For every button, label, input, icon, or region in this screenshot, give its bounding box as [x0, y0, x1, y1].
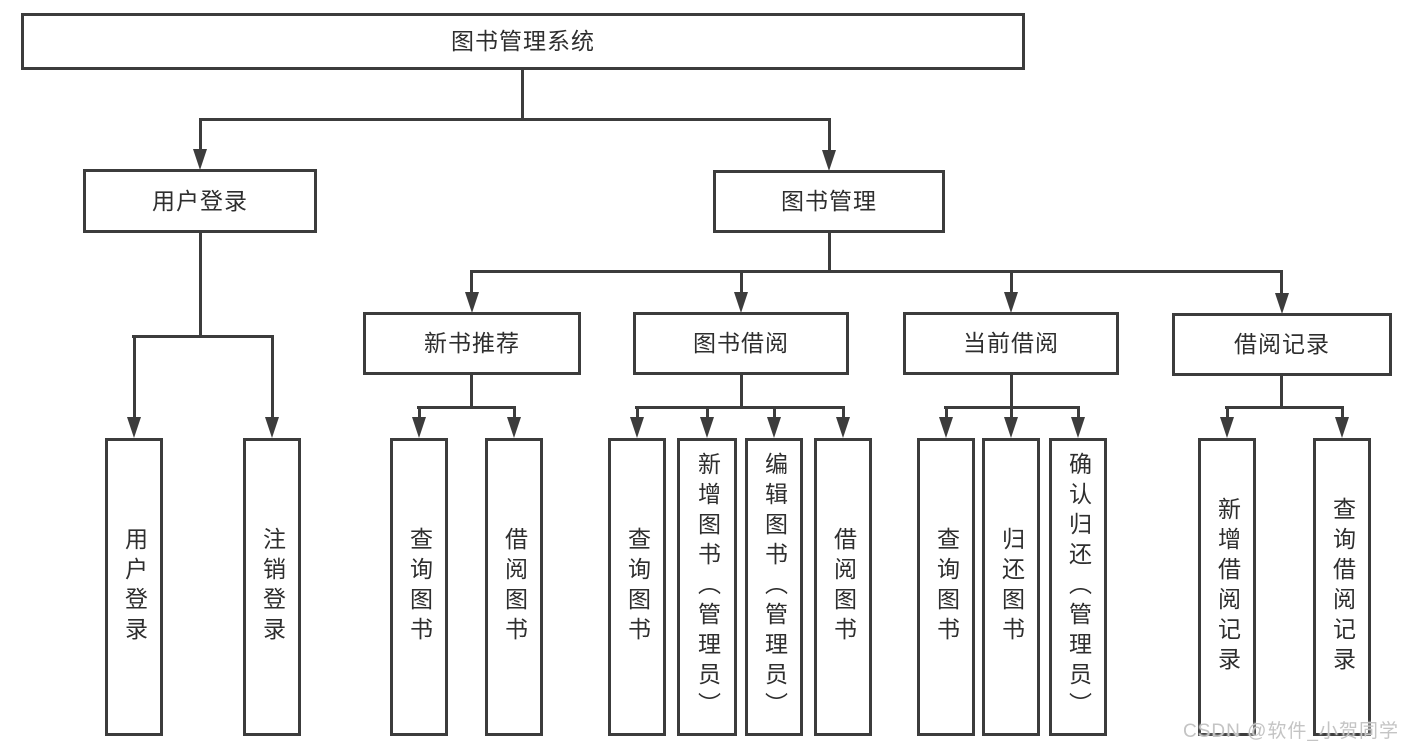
node-return-books: 归还图书	[982, 438, 1040, 736]
arrow-down-icon	[507, 417, 521, 438]
connector-line	[1225, 406, 1344, 409]
connector-line	[740, 270, 743, 296]
connector-line	[1280, 376, 1283, 408]
arrow-down-icon	[767, 417, 781, 438]
node-borrowing-records: 借阅记录	[1172, 313, 1392, 376]
node-new-book-recommendation: 新书推荐	[363, 312, 581, 375]
connector-line	[199, 118, 202, 152]
node-label: 借阅图书	[501, 527, 528, 647]
arrow-down-icon	[822, 150, 836, 171]
arrow-down-icon	[1220, 417, 1234, 438]
node-label: 确认归还（管理员）	[1065, 452, 1092, 722]
node-library-management-system: 图书管理系统	[21, 13, 1025, 70]
node-label: 借阅图书	[830, 527, 857, 647]
node-query-books-current: 查询图书	[917, 438, 975, 736]
node-label: 查询图书	[406, 527, 433, 647]
arrow-down-icon	[465, 292, 479, 313]
node-label: 查询图书	[933, 527, 960, 647]
connector-line	[199, 118, 831, 121]
arrow-down-icon	[1335, 417, 1349, 438]
connector-line	[945, 406, 948, 420]
node-edit-books-admin: 编辑图书（管理员）	[745, 438, 803, 736]
connector-line	[635, 406, 845, 409]
arrow-down-icon	[412, 417, 426, 438]
node-label: 新书推荐	[424, 330, 520, 356]
node-user-login-leaf: 用户登录	[105, 438, 163, 736]
arrow-down-icon	[939, 417, 953, 438]
connector-line	[418, 406, 421, 420]
connector-line	[828, 232, 831, 272]
arrow-down-icon	[193, 149, 207, 170]
connector-line	[513, 406, 516, 420]
node-add-books-admin: 新增图书（管理员）	[677, 438, 737, 736]
node-add-borrow-record: 新增借阅记录	[1198, 438, 1256, 736]
node-label: 借阅记录	[1234, 331, 1330, 357]
node-user-login: 用户登录	[83, 169, 317, 233]
node-logout: 注销登录	[243, 438, 301, 736]
arrow-down-icon	[1275, 293, 1289, 314]
connector-line	[1010, 406, 1013, 420]
node-borrow-books-leaf: 借阅图书	[814, 438, 872, 736]
node-label: 编辑图书（管理员）	[761, 452, 788, 722]
connector-line	[740, 375, 743, 408]
connector-line	[842, 406, 845, 420]
connector-line	[1010, 270, 1013, 296]
arrow-down-icon	[734, 292, 748, 313]
connector-line	[132, 335, 274, 338]
connector-line	[521, 69, 524, 120]
connector-line	[773, 406, 776, 420]
node-label: 当前借阅	[963, 330, 1059, 356]
connector-line	[1280, 270, 1283, 296]
node-book-borrowing: 图书借阅	[633, 312, 849, 375]
node-query-books-borrowing: 查询图书	[608, 438, 666, 736]
connector-line	[1341, 406, 1344, 420]
arrow-down-icon	[700, 417, 714, 438]
arrow-down-icon	[1071, 417, 1085, 438]
node-label: 图书管理	[781, 188, 877, 214]
connector-line	[470, 375, 473, 408]
node-label: 注销登录	[259, 527, 286, 647]
connector-line	[470, 270, 473, 296]
node-book-management: 图书管理	[713, 170, 945, 233]
watermark: CSDN @软件_小贺同学	[1183, 721, 1399, 742]
connector-line	[636, 406, 639, 420]
connector-line	[1077, 406, 1080, 420]
node-label: 用户登录	[121, 527, 148, 647]
node-label: 新增借阅记录	[1214, 497, 1241, 677]
arrow-down-icon	[836, 417, 850, 438]
arrow-down-icon	[1004, 417, 1018, 438]
node-label: 归还图书	[998, 527, 1025, 647]
arrow-down-icon	[127, 417, 141, 438]
connector-line	[470, 270, 1283, 273]
node-label: 查询借阅记录	[1329, 497, 1356, 677]
node-query-borrow-record: 查询借阅记录	[1313, 438, 1371, 736]
connector-line	[271, 335, 274, 420]
node-label: 查询图书	[624, 527, 651, 647]
node-label: 图书借阅	[693, 330, 789, 356]
node-borrow-books-recommend: 借阅图书	[485, 438, 543, 736]
arrow-down-icon	[630, 417, 644, 438]
connector-line	[706, 406, 709, 420]
node-confirm-return-admin: 确认归还（管理员）	[1049, 438, 1107, 736]
node-label: 用户登录	[152, 187, 248, 214]
connector-line	[1010, 375, 1013, 408]
node-query-books-recommend: 查询图书	[390, 438, 448, 736]
node-label: 图书管理系统	[451, 28, 595, 54]
node-current-borrowing: 当前借阅	[903, 312, 1119, 375]
connector-line	[1226, 406, 1229, 420]
node-label: 新增图书（管理员）	[694, 452, 721, 722]
arrow-down-icon	[1004, 292, 1018, 313]
connector-line	[828, 118, 831, 152]
connector-line	[133, 335, 136, 420]
arrow-down-icon	[265, 417, 279, 438]
connector-line	[417, 406, 516, 409]
connector-line	[199, 232, 202, 337]
